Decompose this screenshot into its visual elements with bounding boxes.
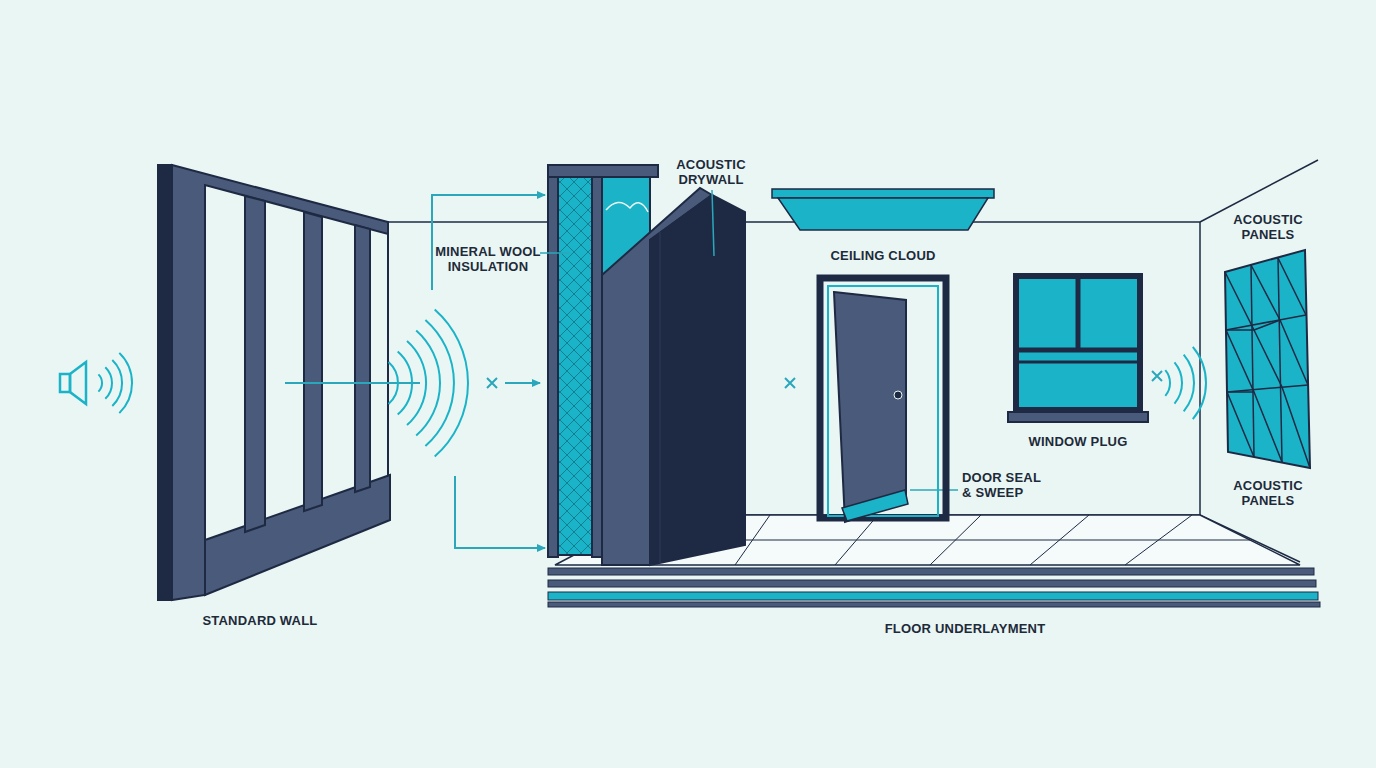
sound-wave bbox=[119, 353, 132, 413]
part-label: ACOUSTIC PANELS bbox=[1220, 478, 1316, 508]
sound-wave bbox=[1175, 362, 1183, 403]
sound-wave bbox=[407, 341, 426, 425]
sound-wave bbox=[425, 320, 454, 446]
sound-path bbox=[285, 195, 545, 548]
part-label: DOOR SEAL & SWEEP bbox=[962, 470, 1052, 500]
speaker-icon bbox=[60, 362, 86, 404]
x-mark bbox=[1152, 371, 1162, 381]
part-label: CEILING CLOUD bbox=[818, 248, 948, 263]
sound-wave bbox=[416, 330, 440, 435]
sound-wave bbox=[1184, 355, 1194, 412]
part-label: STANDARD WALL bbox=[185, 613, 335, 628]
x-mark bbox=[785, 378, 795, 388]
sound-wave bbox=[1165, 370, 1170, 396]
x-mark bbox=[487, 378, 497, 388]
acoustic-wall bbox=[548, 165, 745, 565]
sound-wave bbox=[98, 374, 102, 391]
part-label: ACOUSTIC DRYWALL bbox=[663, 157, 759, 187]
part-label: FLOOR UNDERLAYMENT bbox=[865, 621, 1065, 636]
room-outline bbox=[388, 160, 1318, 562]
part-label: MINERAL WOOL INSULATION bbox=[433, 244, 543, 274]
sound-wave bbox=[389, 362, 398, 404]
sound-wave bbox=[435, 309, 468, 456]
sound-wave bbox=[105, 367, 112, 399]
door bbox=[820, 278, 946, 522]
acoustic-panels bbox=[1225, 250, 1310, 468]
window bbox=[1008, 276, 1148, 422]
part-label: ACOUSTIC PANELS bbox=[1220, 212, 1316, 242]
part-label: WINDOW PLUG bbox=[1018, 434, 1138, 449]
sound-wave bbox=[112, 360, 122, 406]
sound-wave bbox=[1193, 347, 1206, 419]
sound-wave bbox=[398, 351, 412, 414]
ceiling-cloud bbox=[772, 189, 994, 230]
